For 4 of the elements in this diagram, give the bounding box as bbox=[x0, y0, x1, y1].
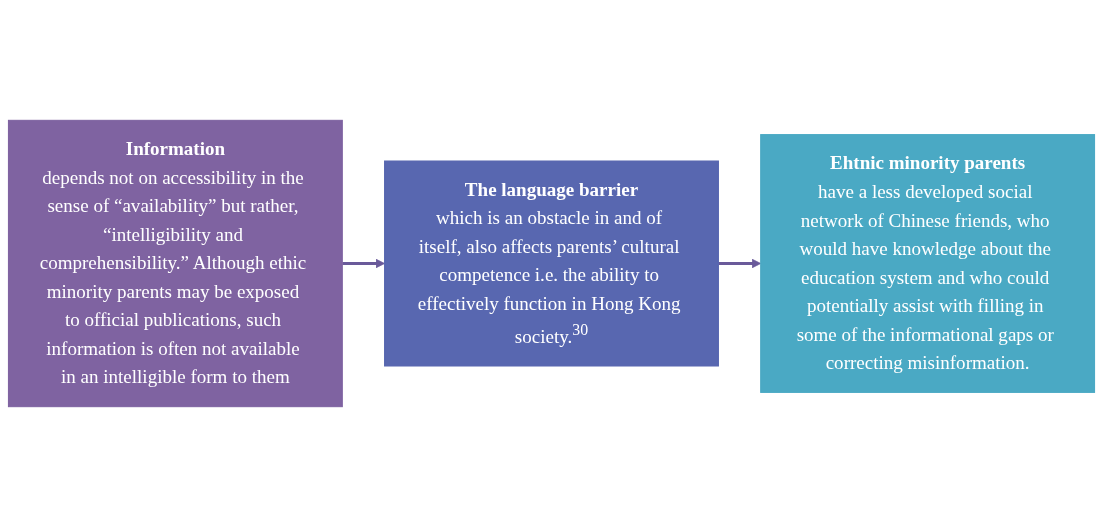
node-box: Information depends not on accessibility in the sense of “availability” but rather, “intelligibility and comprehensibility.” Although ethic minority parents may be exposed to official publications, such information is often not available in an intelligible form to them bbox=[7, 119, 343, 408]
node-box: Ehtnic minority parents have a less developed social network of Chinese friends, who would have knowledge about the education system and who could potentially assist with filling in some of the informational gaps or correcting misinformation. bbox=[760, 134, 1096, 393]
node-box: The language barrier which is an obstacle in and of itself, also affects parents’ cultural competence i.e. the ability to effectively function in Hong Kong society.$^{30}$ bbox=[384, 160, 719, 367]
arrow bbox=[342, 258, 385, 269]
